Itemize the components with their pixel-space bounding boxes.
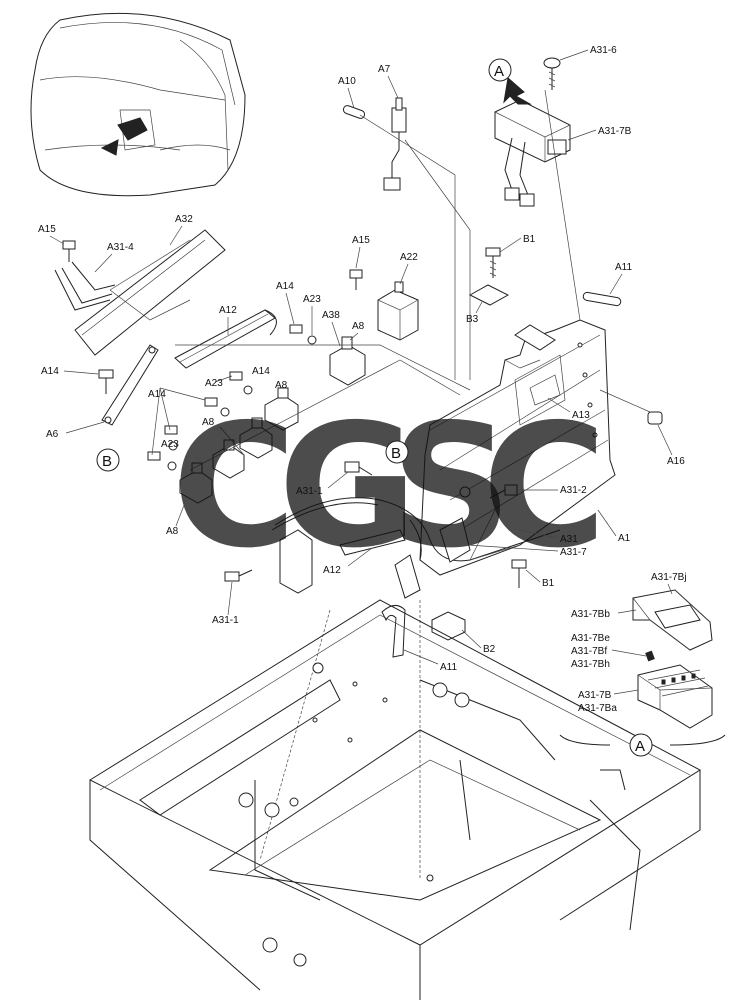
label-a38: A38	[322, 310, 340, 321]
label-a16: A16	[667, 456, 685, 467]
callout-view-a-bottom: A	[629, 733, 653, 757]
label-b3: B3	[466, 314, 479, 325]
label-a10: A10	[338, 76, 356, 87]
detail-view-a	[559, 589, 726, 746]
label-a31-1-bottom: A31-1	[212, 615, 239, 626]
label-a14-c: A14	[148, 389, 166, 400]
label-a31-7bh: A31-7Bh	[571, 659, 610, 670]
part-a14-a23-a8-group-c	[204, 397, 273, 459]
label-a1: A1	[618, 533, 631, 544]
label-a12-bottom: A12	[323, 565, 341, 576]
callout-view-b-center-letter: B	[391, 445, 401, 462]
label-b2: B2	[483, 644, 496, 655]
label-a22: A22	[400, 252, 418, 263]
watermark-letter-1: C	[172, 388, 297, 586]
part-a7-switch	[383, 97, 407, 191]
part-a32-cover	[74, 229, 226, 356]
label-a31-7b-top: A31-7B	[598, 126, 632, 137]
part-a15-bolt-left	[62, 240, 76, 262]
label-a11-right: A11	[615, 262, 632, 273]
part-a1-bracket	[419, 319, 616, 576]
part-a16-cap	[647, 411, 663, 425]
part-a31-1-bolt-mid	[344, 461, 373, 476]
part-a22-relay	[377, 281, 419, 341]
label-a23-b: A23	[205, 378, 223, 389]
label-b1-top: B1	[523, 234, 536, 245]
label-a15-left: A15	[38, 224, 56, 235]
label-b1-bottom: B1	[542, 578, 555, 589]
label-a11-bottom: A11	[440, 662, 457, 673]
part-a31-2-bolt	[489, 484, 518, 499]
label-a23-c: A23	[161, 439, 179, 450]
part-a14-a23-a8-group-b	[229, 371, 299, 431]
label-a14-a: A14	[276, 281, 294, 292]
part-a12-grommet-top	[174, 309, 277, 369]
label-a8-c: A8	[202, 417, 215, 428]
part-b2-block	[431, 611, 466, 641]
part-a14-bolt-left	[98, 369, 114, 394]
label-a31-4: A31-4	[107, 242, 134, 253]
label-a31-6: A31-6	[590, 45, 617, 56]
label-a31-7bb: A31-7Bb	[571, 609, 610, 620]
label-a14-b: A14	[252, 366, 270, 377]
watermark-letter-3: S	[390, 388, 512, 586]
label-a15-mid: A15	[352, 235, 370, 246]
label-a31: A31	[560, 534, 578, 545]
label-a8-d: A8	[166, 526, 179, 537]
part-labels: A31-6 A31-7B A10 A7 A15 A32 A31-4 A15 A2…	[38, 45, 687, 714]
assembly-guide-lines	[175, 89, 651, 880]
callout-view-a-top: A	[488, 58, 512, 82]
callout-view-a-top-letter: A	[494, 63, 504, 80]
label-a32: A32	[175, 214, 193, 225]
part-a31-harness	[271, 497, 561, 594]
label-a14-left: A14	[41, 366, 59, 377]
part-a8-relay-e	[212, 439, 245, 479]
label-a8-a: A8	[352, 321, 365, 332]
label-a31-7ba: A31-7Ba	[578, 703, 617, 714]
label-a31-7b-bottom: A31-7B	[578, 690, 612, 701]
label-a31-7bf: A31-7Bf	[571, 646, 607, 657]
part-a14-a23-group-d	[147, 425, 178, 471]
label-a31-1-mid: A31-1	[296, 486, 323, 497]
operator-seat-illustration	[30, 12, 246, 197]
part-b1-bolt-bottom	[511, 559, 527, 588]
watermark: C G S C	[172, 388, 607, 586]
part-a14-a23-a38-a8-group	[289, 324, 366, 386]
part-a11-pin-right	[582, 291, 622, 307]
label-a6: A6	[46, 429, 59, 440]
label-a23-a: A23	[303, 294, 321, 305]
part-a12-grommet-bottom	[339, 529, 421, 599]
callout-view-a-bottom-letter: A	[635, 738, 645, 755]
machine-floor-frame	[88, 599, 701, 1000]
part-a31-7b-fusebox	[494, 77, 571, 207]
part-a31-1-bolt-bottom	[224, 569, 253, 582]
part-b3-plate	[468, 284, 510, 306]
label-a31-2: A31-2	[560, 485, 587, 496]
label-a31-7: A31-7	[560, 547, 587, 558]
label-a12-top: A12	[219, 305, 237, 316]
callout-view-b-left: B	[96, 448, 120, 472]
callout-view-b-left-letter: B	[102, 453, 112, 470]
label-a31-7be: A31-7Be	[571, 633, 610, 644]
part-a6-stay	[101, 344, 159, 426]
callout-view-b-center: B	[385, 440, 409, 464]
part-a8-relay-d	[179, 462, 213, 504]
part-a31-4-bracket	[54, 261, 116, 311]
part-a13-bracket	[529, 374, 561, 406]
part-a15-bolt-mid	[349, 269, 363, 290]
part-a10-pin	[342, 105, 366, 119]
label-a31-7bj: A31-7Bj	[651, 572, 687, 583]
watermark-letter-4: C	[482, 388, 607, 586]
part-a11-pipe-bottom	[381, 605, 406, 658]
leader-lines-a14	[151, 375, 245, 456]
part-a31-6-screw	[543, 57, 561, 90]
label-a7: A7	[378, 64, 391, 75]
label-a13: A13	[572, 410, 590, 421]
watermark-letter-2: G	[278, 388, 418, 586]
part-b1-bolt-top	[485, 247, 501, 278]
label-a8-b: A8	[275, 380, 288, 391]
